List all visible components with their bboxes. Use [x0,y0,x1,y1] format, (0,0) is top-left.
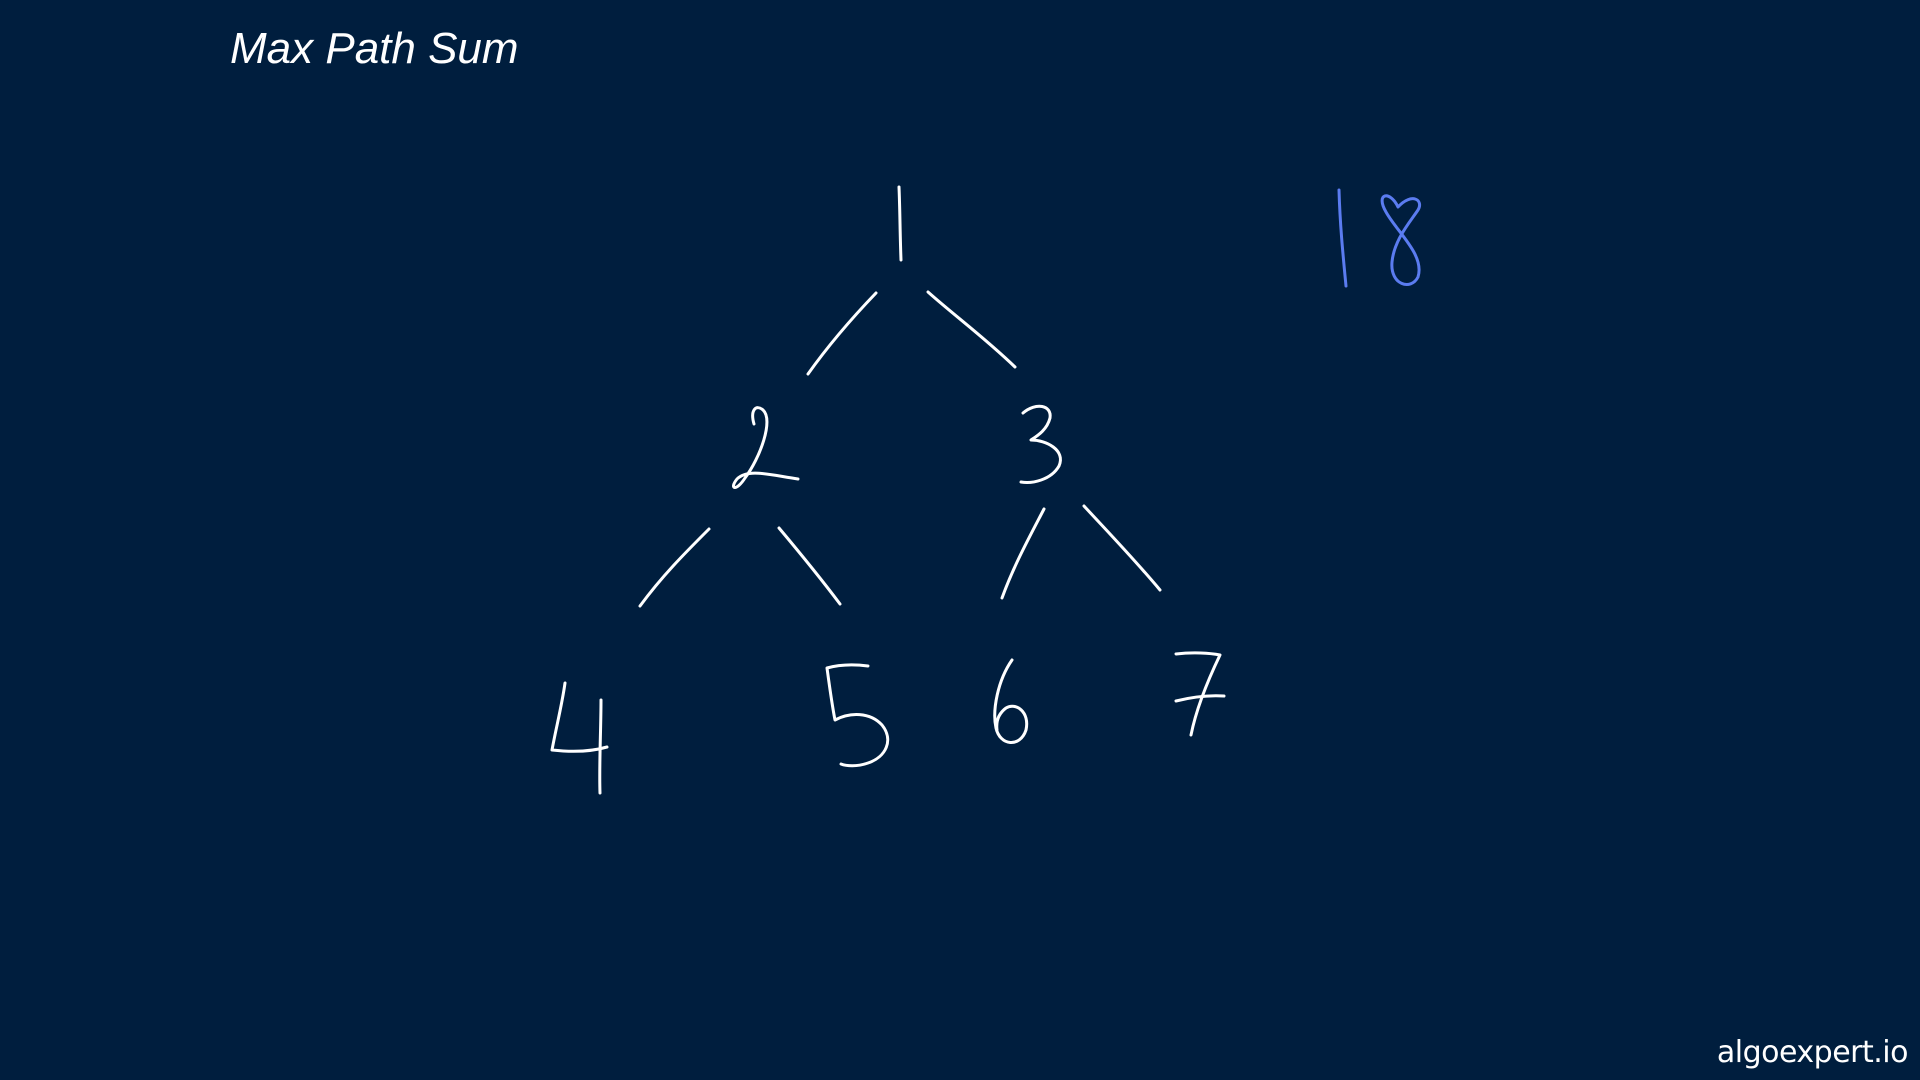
watermark-logo: algoexpert.io [1716,1035,1909,1070]
tree-node-1: 1 [897,185,903,262]
tree-node-6: 6 [993,658,1029,744]
tree-node-2: 2 [732,406,800,489]
tree-edge-2-4 [638,527,711,608]
tree-node-3: 3 [1019,404,1062,484]
tree-edge-1-2 [806,291,878,376]
page-title: Max Path Sum [230,24,519,73]
tree-edge-1-3 [926,290,1017,369]
tree-edge-3-7 [1082,504,1162,592]
tree-node-5: 5 [825,663,890,768]
tree-node-7: 7 [1174,651,1226,737]
answer-value: 18 [1337,188,1421,288]
tree-edge-2-5 [777,526,842,606]
tree-node-4: 4 [550,681,609,795]
tree-edge-3-6 [1000,507,1046,600]
